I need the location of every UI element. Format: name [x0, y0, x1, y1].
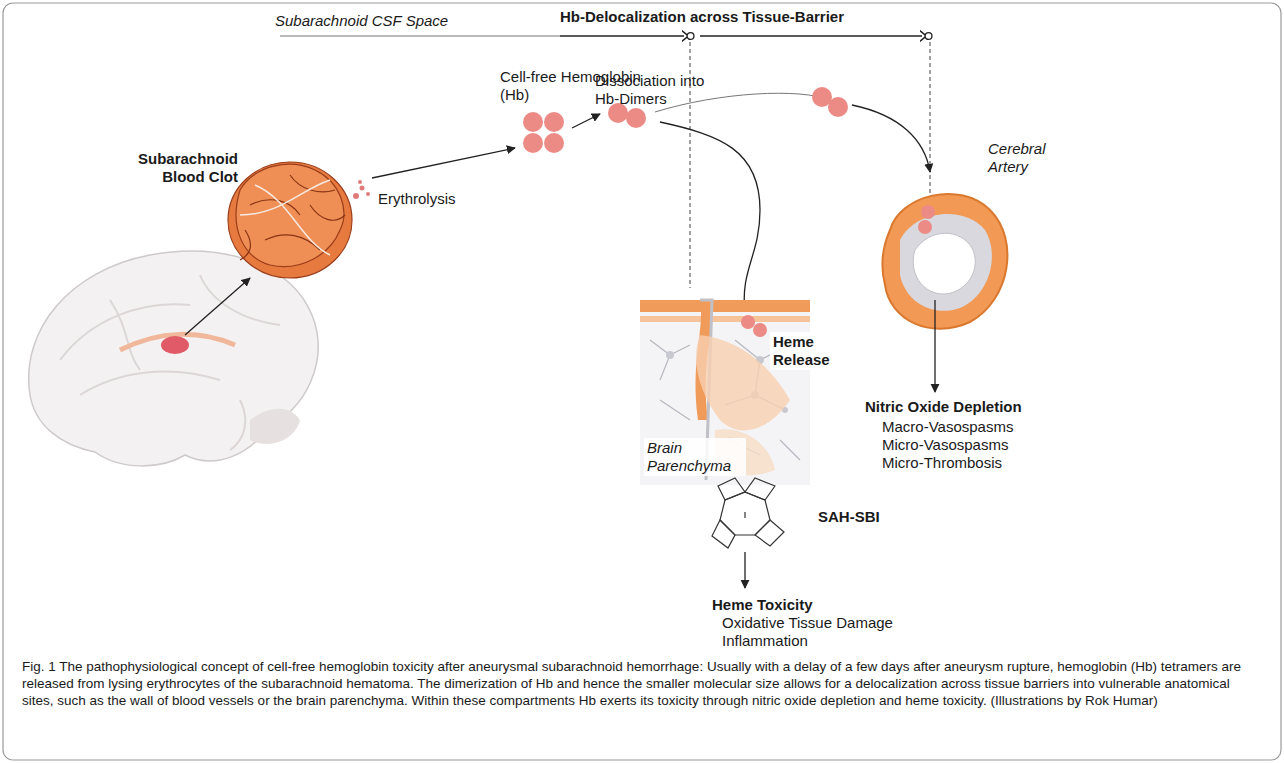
space-label: Subarachnoid CSF Space [275, 12, 475, 30]
tissue-section [640, 300, 810, 485]
effect-heading: Heme Toxicity [712, 596, 852, 614]
effect-item: Micro-Thrombosis [882, 454, 1052, 472]
process-label: Heme Release [770, 332, 838, 370]
effect-item: Macro-Vasospasms [882, 418, 1052, 436]
section-heading: Hb-Delocalization across Tissue-Barrier [560, 8, 890, 26]
effect-item: Inflammation [722, 632, 922, 650]
outcome-label: SAH-SBI [818, 508, 908, 526]
tissue-label: Brain Parenchyma [644, 438, 746, 476]
brain [29, 251, 318, 466]
heme-molecule [712, 478, 784, 548]
vessel-label: Cerebral Artery [988, 140, 1068, 176]
effect-heading: Nitric Oxide Depletion [865, 398, 1065, 416]
process-label: Erythrolysis [378, 190, 488, 208]
process-label: Dissociation into Hb-Dimers [595, 72, 717, 108]
hb-tetramer [523, 112, 564, 153]
figure-caption: Fig. 1 The pathophysiological concept of… [22, 658, 1262, 709]
effect-item: Oxidative Tissue Damage [722, 614, 922, 632]
blood-clot [228, 162, 352, 278]
effect-item: Micro-Vasospasms [882, 436, 1052, 454]
cerebral-artery [882, 194, 1007, 329]
clot-label: Subarachnoid Blood Clot [130, 150, 238, 186]
